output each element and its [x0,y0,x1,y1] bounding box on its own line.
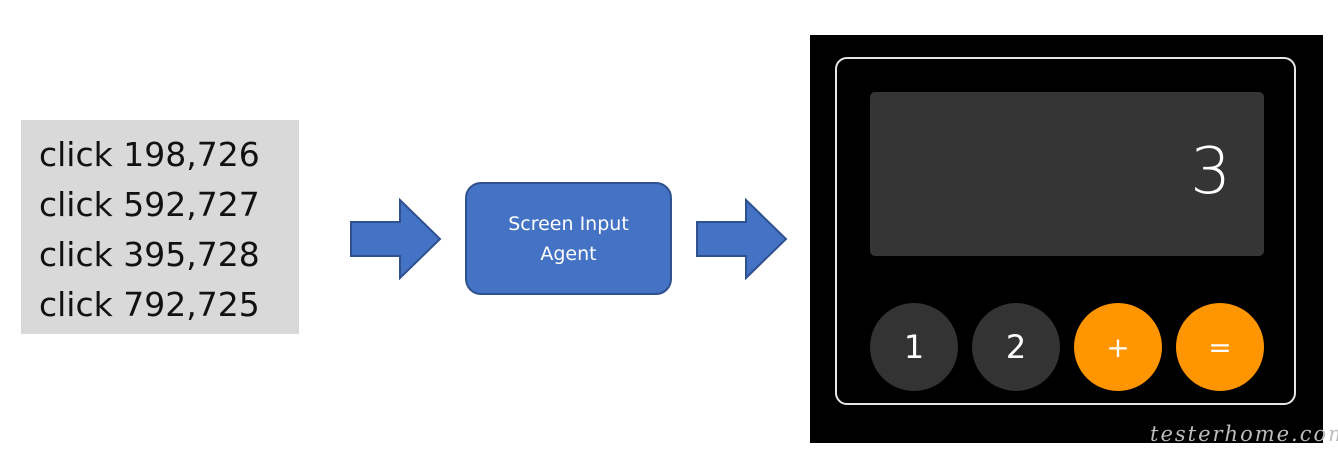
right-arrow-icon [696,198,788,280]
plus-button[interactable]: + [1074,303,1162,391]
agent-label-line-2: Agent [540,242,597,265]
calculator-display: 3 [870,92,1264,256]
agent-label: Screen Input Agent [508,209,629,269]
command-line-3: click 395,728 [39,235,260,274]
button-2[interactable]: 2 [972,303,1060,391]
calculator-app: 3 1 2 + = [810,35,1323,443]
watermark: testerhome.com [1150,422,1338,446]
button-1[interactable]: 1 [870,303,958,391]
command-line-2: click 592,727 [39,185,260,224]
agent-label-line-1: Screen Input [508,212,629,235]
command-line-4: click 792,725 [39,285,260,324]
equals-button[interactable]: = [1176,303,1264,391]
command-list-box: click 198,726 click 592,727 click 395,72… [21,120,299,334]
display-value: 3 [1190,135,1231,209]
command-line-1: click 198,726 [39,135,260,174]
right-arrow-icon [350,198,442,280]
screen-input-agent-box: Screen Input Agent [465,182,672,295]
calculator-panel: 3 1 2 + = [835,57,1296,405]
